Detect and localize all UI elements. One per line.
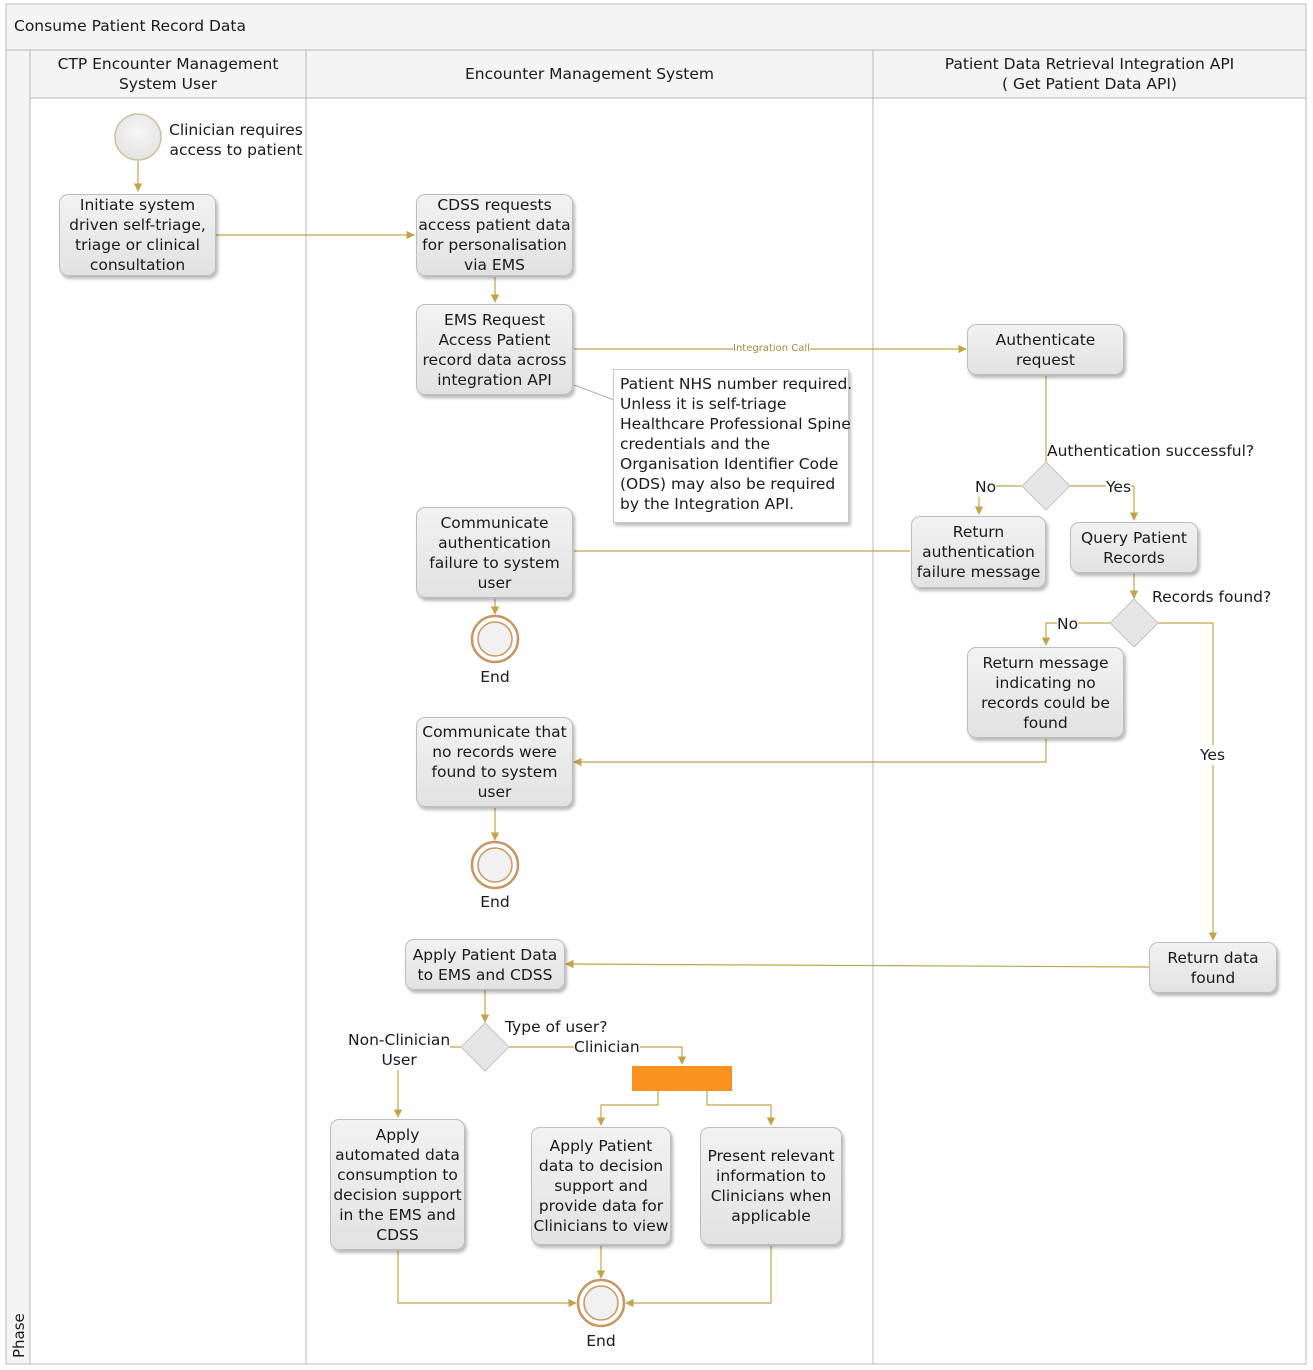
records-yes-label: Yes: [1200, 745, 1226, 765]
flow-records-no: [1041, 622, 1110, 646]
diagram-title: Consume Patient Record Data: [14, 17, 246, 35]
end-label-3: End: [586, 1332, 616, 1350]
gateway-records-label: Records found?: [1152, 587, 1272, 607]
gateway-auth-label: Authentication successful?: [1047, 441, 1255, 461]
lane-header-ems: Encounter Management System: [464, 65, 714, 83]
flow-fork-left: [596, 1091, 659, 1126]
gateway-user-type: [460, 1022, 510, 1072]
task-present-info: Present relevant information to Clinicia…: [700, 1127, 842, 1245]
task-initiate-triage: Initiate system driven self-triage, tria…: [59, 194, 216, 276]
task-apply-decision-support: Apply Patient data to decision support a…: [531, 1127, 671, 1245]
gateway-records: [1109, 598, 1159, 648]
annotation-note: Patient NHS number required. Unless it i…: [613, 369, 852, 523]
parallel-fork-bar: [632, 1066, 732, 1091]
auth-no-label: No: [975, 477, 997, 497]
lane-header-api: Patient Data Retrieval Integration API (…: [944, 55, 1235, 93]
flow-auth-yes: [1070, 485, 1139, 521]
flow-norecords-to-comm: [573, 739, 1047, 767]
end-event-1: [470, 614, 520, 664]
flow-fork-right: [706, 1091, 776, 1126]
end-label-1: End: [480, 668, 510, 686]
records-no-label: No: [1057, 614, 1079, 634]
note-connector: [573, 384, 615, 401]
gateway-user-type-label: Type of user?: [505, 1017, 608, 1037]
gateway-authentication: [1021, 461, 1071, 511]
flow-automated-to-end: [397, 1251, 577, 1308]
integration-call-label: Integration Call: [733, 343, 810, 355]
end-event-2: [470, 840, 520, 890]
task-query-records: Query Patient Records: [1070, 522, 1198, 573]
clinician-label: Clinician: [574, 1037, 640, 1057]
task-communicate-auth-failure: Communicate authentication failure to sy…: [416, 507, 573, 598]
flow-returndata-to-apply: [565, 959, 1150, 969]
task-communicate-no-records: Communicate that no records were found t…: [416, 717, 573, 807]
task-return-auth-failure: Return authentication failure message: [911, 516, 1046, 588]
start-event: [114, 113, 162, 161]
auth-yes-label: Yes: [1106, 477, 1132, 497]
phase-label: Phase: [10, 1313, 28, 1358]
lane-header-user: CTP Encounter Management System User: [57, 55, 279, 93]
flow-present-to-end: [625, 1246, 772, 1308]
task-return-no-records: Return message indicating no records cou…: [967, 647, 1124, 738]
flow-clinician: [509, 1046, 687, 1065]
end-event-3: [576, 1278, 626, 1328]
flow-records-yes: [1158, 622, 1218, 941]
task-return-data-found: Return data found: [1149, 942, 1277, 993]
end-label-2: End: [480, 893, 510, 911]
task-apply-automated: Apply automated data consumption to deci…: [330, 1119, 465, 1250]
task-cdss-request: CDSS requests access patient data for pe…: [416, 194, 573, 276]
non-clinician-label: Non-Clinician User: [348, 1030, 451, 1070]
start-event-label: Clinician requires access to patient: [169, 121, 303, 159]
task-authenticate: Authenticate request: [967, 324, 1124, 375]
task-ems-request: EMS Request Access Patient record data a…: [416, 304, 573, 395]
task-apply-patient-data: Apply Patient Data to EMS and CDSS: [405, 939, 565, 990]
